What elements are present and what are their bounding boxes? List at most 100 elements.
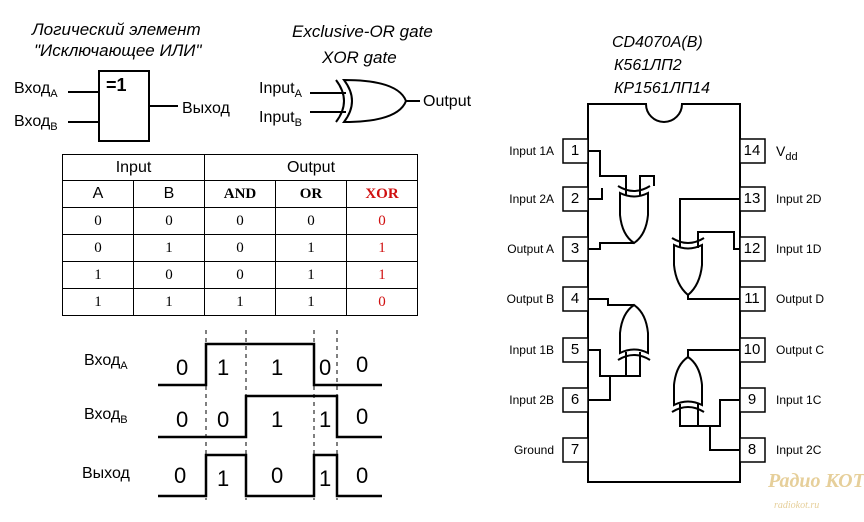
- waveform-out-value: 0: [271, 463, 284, 488]
- waveform-a-value: 0: [356, 352, 369, 377]
- chip-left-pin-boxes: [562, 138, 589, 463]
- ru-gate-output-label: Выход: [182, 100, 230, 117]
- ru-title-line1: Логический элемент: [32, 20, 201, 39]
- xor-gate-symbol: [310, 78, 420, 124]
- waveform-b-value: 0: [356, 404, 369, 429]
- ru-gate-input-b-label: ВходB: [14, 113, 58, 134]
- table-cell: 1: [346, 261, 418, 289]
- chip-pin-number: 5: [570, 341, 580, 358]
- watermark-logo: Радио КОТ: [768, 470, 864, 492]
- chip-pin-number: 9: [747, 391, 757, 408]
- table-cell: 0: [204, 207, 276, 235]
- waveform-out-value: 0: [174, 463, 187, 488]
- chip-internal-gates: [588, 150, 740, 451]
- waveform-a-line: [158, 342, 382, 387]
- chip-pin-label: Input 2C: [776, 443, 822, 457]
- chip-pin-label: Output A: [507, 242, 554, 256]
- waveform-out-line: [158, 453, 382, 498]
- waveform-a-value: 0: [176, 355, 189, 380]
- table-cell: 1: [204, 288, 276, 316]
- chip-pin-label: Output C: [776, 343, 825, 357]
- chip-right-pin-boxes: [739, 138, 766, 463]
- table-row: 1 1 1 1 0: [62, 288, 418, 316]
- chip-pin-label: Input 1B: [509, 343, 554, 357]
- chip-part-line3: КР1561ЛП14: [614, 80, 711, 97]
- chip-pin-number: 13: [743, 190, 761, 207]
- truth-table-col-xor: XOR: [346, 180, 418, 208]
- waveform-b-line: [158, 394, 382, 439]
- chip-pin-number: 4: [570, 290, 580, 307]
- en-gate-input-b-label: InputB: [259, 109, 302, 130]
- chip-part-line2: К561ЛП2: [614, 57, 682, 74]
- chip-pin-label: Input 2B: [509, 393, 554, 407]
- chip-pin-label: Output B: [506, 292, 554, 306]
- table-cell: 1: [346, 234, 418, 262]
- table-cell: 0: [346, 288, 418, 316]
- table-cell: 1: [62, 288, 134, 316]
- table-cell: 1: [275, 234, 347, 262]
- table-cell: 1: [62, 261, 134, 289]
- chip-pin-label: Input 2D: [776, 192, 822, 206]
- waveform-b-value: 0: [217, 407, 230, 432]
- table-row: 0 1 0 1 1: [62, 234, 418, 262]
- chip-pin-number: 11: [744, 290, 760, 307]
- chip-pin-number: 6: [570, 391, 580, 408]
- chip-body: [587, 103, 741, 483]
- table-cell: 0: [62, 207, 134, 235]
- chip-pin-label: Input 1C: [776, 393, 822, 407]
- chip-pin-label: Output D: [776, 292, 825, 306]
- waveform-a-value: 1: [217, 355, 230, 380]
- chip-pin-number: 8: [747, 441, 757, 458]
- chip-pin-label: Input 1A: [509, 144, 554, 158]
- truth-table-output-header: Output: [204, 154, 418, 181]
- chip-pin-number: 12: [743, 240, 761, 257]
- waveform-b-value: 0: [176, 407, 189, 432]
- en-gate-output-label: Output: [423, 93, 472, 110]
- chip-pin-number: 14: [743, 142, 761, 159]
- en-title-line1: Exclusive-OR gate: [292, 22, 433, 41]
- table-cell: 1: [133, 288, 205, 316]
- chip-pin-number: 10: [743, 341, 761, 358]
- table-cell: 0: [133, 261, 205, 289]
- truth-table-col-a: A: [62, 180, 134, 208]
- truth-table-input-header: Input: [62, 154, 205, 181]
- table-cell: 1: [275, 261, 347, 289]
- waveform-a-value: 0: [319, 355, 332, 380]
- chip-pin-number: 7: [570, 441, 580, 458]
- chip-pin-label-vdd: Vdd: [776, 143, 798, 163]
- chip-pin-label: Input 1D: [776, 242, 822, 256]
- chip-pin-number: 1: [570, 142, 580, 159]
- waveform-a-value: 1: [271, 355, 284, 380]
- table-cell: 0: [62, 234, 134, 262]
- truth-table-col-b: B: [133, 180, 205, 208]
- waveform-out-value: 1: [217, 466, 230, 491]
- waveform-out-value: 0: [356, 463, 369, 488]
- waveform-a-label: ВходA: [84, 352, 128, 373]
- watermark-url: radiokot.ru: [774, 500, 820, 511]
- ru-title-line2: "Исключающее ИЛИ": [34, 41, 202, 60]
- en-title-line2: XOR gate: [322, 48, 397, 67]
- truth-table: Input Output A B AND OR XOR 0 0 0 0 0 0 …: [62, 154, 418, 316]
- table-cell: 0: [204, 234, 276, 262]
- chip-pin-label: Ground: [513, 443, 554, 457]
- en-gate-input-a-label: InputA: [259, 80, 302, 101]
- ru-gate-symbol: =1: [106, 75, 127, 95]
- table-cell: 0: [204, 261, 276, 289]
- table-cell: 0: [133, 207, 205, 235]
- table-row: 0 0 0 0 0: [62, 207, 418, 235]
- chip-pin-label: Input 2A: [509, 192, 554, 206]
- waveform-b-value: 1: [271, 407, 284, 432]
- waveform-b-label: ВходB: [84, 406, 128, 427]
- waveform-b-value: 1: [319, 407, 332, 432]
- table-cell: 0: [346, 207, 418, 235]
- chip-pin-number: 2: [570, 190, 580, 207]
- truth-table-col-and: AND: [204, 180, 276, 208]
- table-cell: 1: [275, 288, 347, 316]
- chip-part-line1: CD4070A(B): [612, 34, 703, 51]
- truth-table-col-or: OR: [275, 180, 347, 208]
- table-cell: 1: [133, 234, 205, 262]
- ru-gate-input-a-label: ВходA: [14, 80, 58, 101]
- table-row: 1 0 0 1 1: [62, 261, 418, 289]
- waveform-out-label: Выход: [82, 465, 130, 482]
